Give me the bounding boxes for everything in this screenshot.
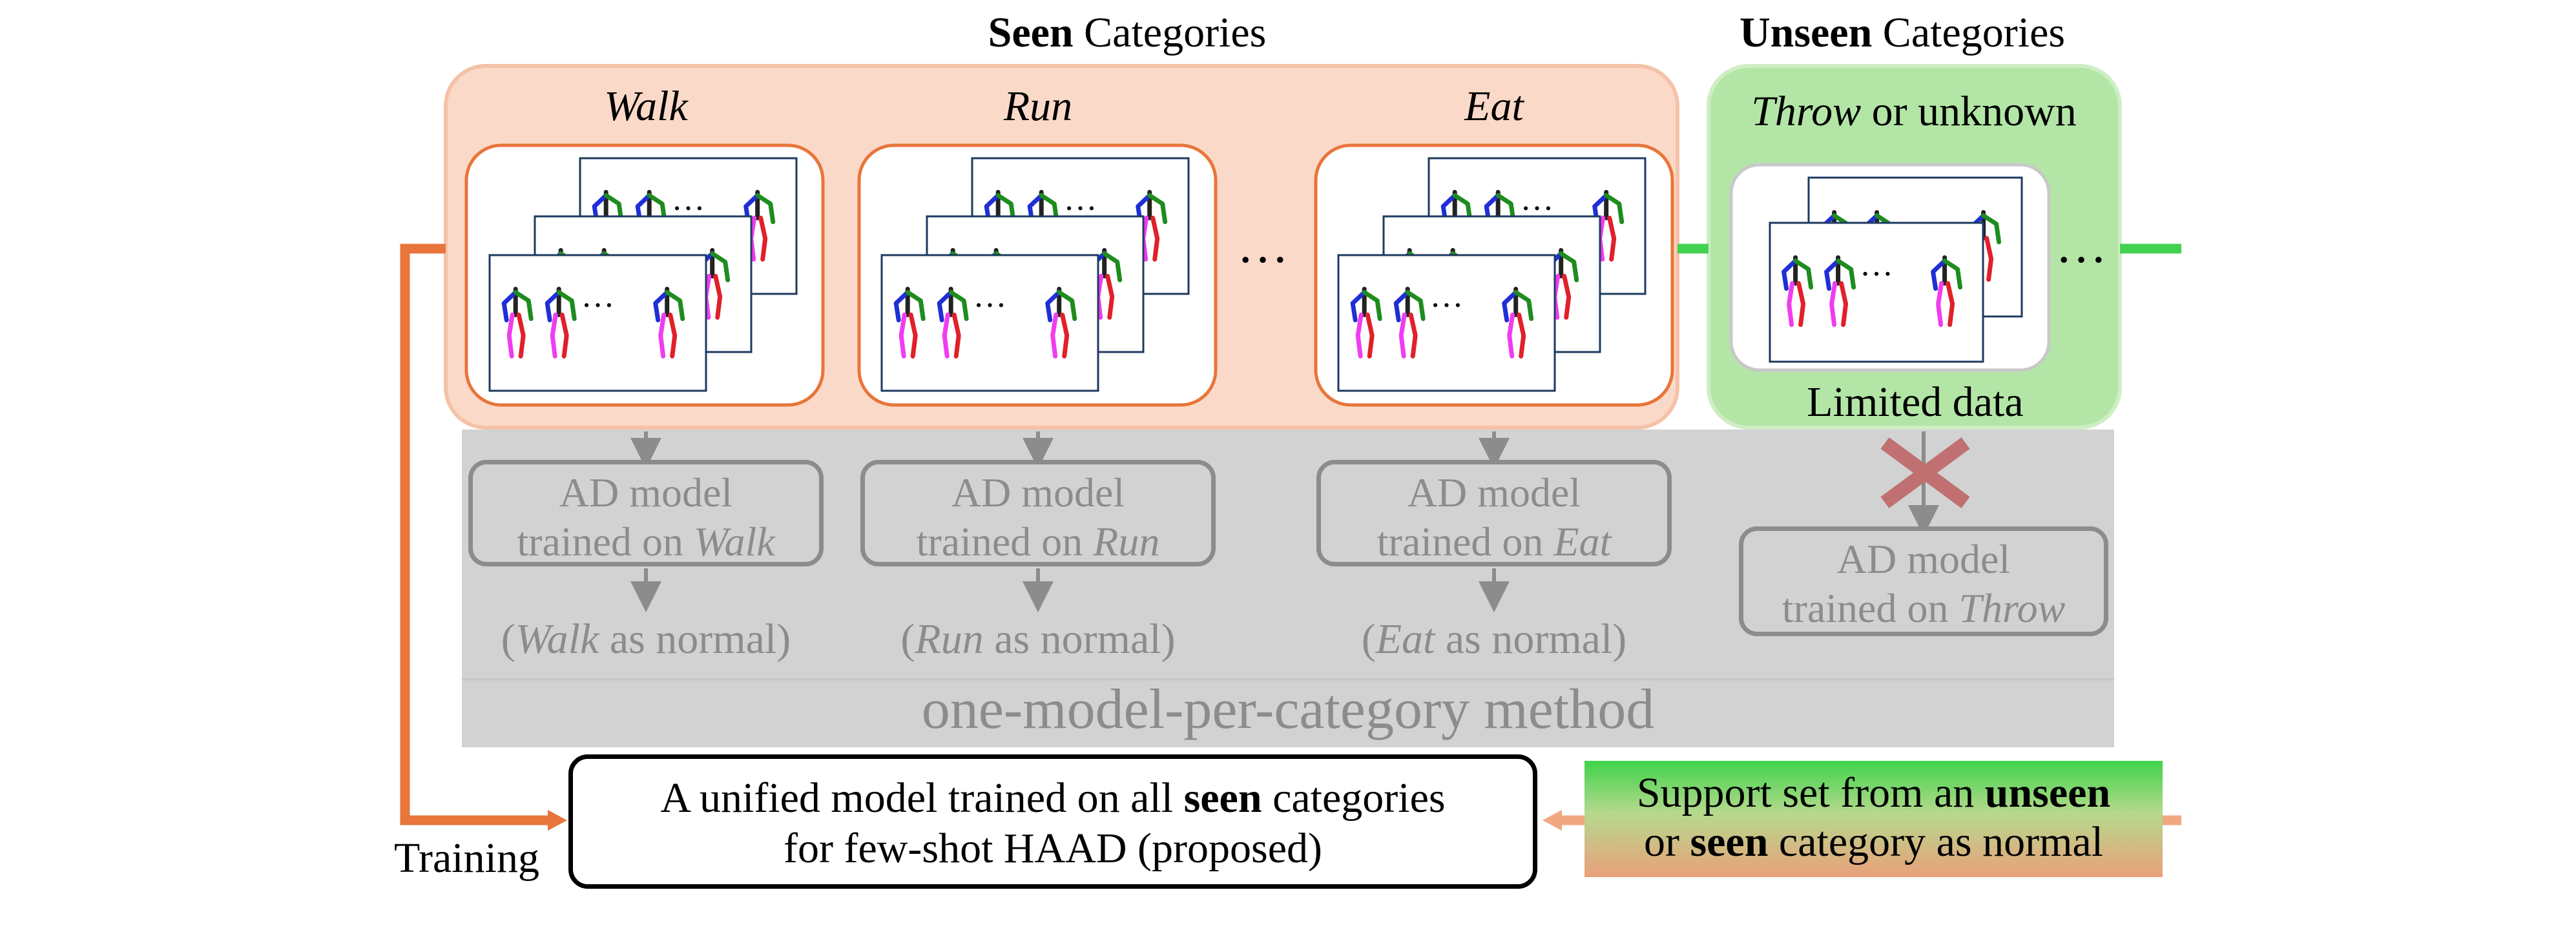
svg-text:…: … <box>581 278 615 315</box>
category-eat: Eat <box>1464 83 1524 130</box>
ad-model-walk: AD model trained on Walk <box>468 460 824 566</box>
category-run: Run <box>1003 83 1073 130</box>
training-arrowhead <box>548 810 567 831</box>
skeleton-frame: … <box>880 254 1099 392</box>
walk-as-normal: (Walk as normal) <box>501 616 791 663</box>
unified-model-box: A unified model trained on all seen cate… <box>568 754 1537 889</box>
ad-model-run: AD model trained on Run <box>860 460 1216 566</box>
ad-model-eat: AD model trained on Eat <box>1316 460 1672 566</box>
run-as-normal: (Run as normal) <box>900 616 1176 663</box>
svg-text:…: … <box>1064 181 1097 218</box>
ad-model-throw: AD model trained on Throw <box>1739 526 2108 636</box>
red-cross <box>1880 437 1970 508</box>
limited-data-label: Limited data <box>1807 378 2024 426</box>
eat-as-normal: (Eat as normal) <box>1361 616 1627 663</box>
category-throw-or-unknown: Throw or unknown <box>1751 88 2077 135</box>
support-set-box: Support set from an unseen or seen categ… <box>1584 761 2163 877</box>
skeleton-frame: … <box>488 254 707 392</box>
seen-categories-header: Seen Categories <box>988 9 1267 56</box>
unseen-categories-header: Unseen Categories <box>1739 9 2066 56</box>
ellipsis-unseen: … <box>2055 217 2107 274</box>
support-arrowhead <box>1542 810 1562 831</box>
skeleton-frame: … <box>1337 254 1556 392</box>
ellipsis-seen: … <box>1237 217 1289 274</box>
training-line <box>400 244 556 825</box>
svg-text:…: … <box>973 278 1007 315</box>
category-walk: Walk <box>604 83 688 130</box>
svg-text:…: … <box>1430 278 1464 315</box>
svg-text:…: … <box>1860 247 1893 284</box>
method-label: one-model-per-category method <box>921 678 1655 741</box>
skeleton-frame: … <box>1769 222 1984 363</box>
training-label: Training <box>394 834 539 882</box>
svg-text:…: … <box>672 181 705 218</box>
svg-text:…: … <box>1521 181 1554 218</box>
